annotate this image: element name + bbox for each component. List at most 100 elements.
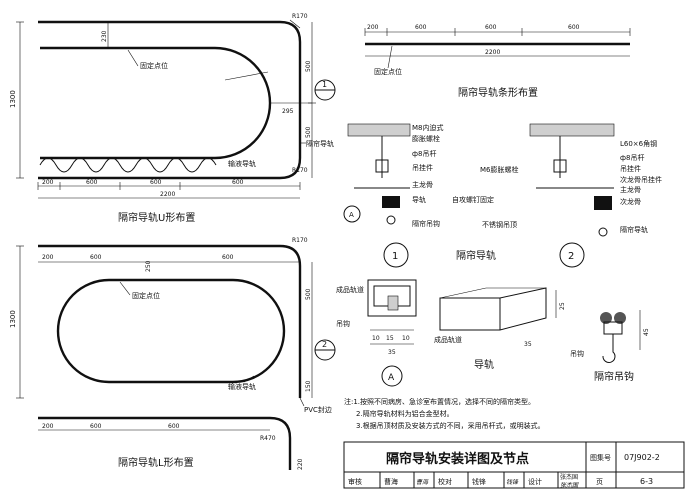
d2-label-1: 不锈钢吊顶	[482, 220, 517, 229]
tb-page-label: 页	[596, 478, 603, 486]
l-dim-500: 500	[305, 288, 312, 300]
u-fixed-point: 固定点位	[140, 61, 168, 70]
d1-label-3: 吊挂件	[412, 163, 433, 172]
d1-callout-a: A	[349, 211, 354, 219]
detail2-rail	[594, 196, 612, 210]
tb-row-2: 曹海	[416, 478, 429, 486]
u-dim-500b: 500	[305, 126, 312, 138]
d2-label-5: 次龙骨吊挂件	[620, 175, 662, 184]
l-bdim-0: 200	[42, 423, 54, 430]
straight-fixed-point: 固定点位	[374, 67, 402, 76]
u-dim-r170-bottom: R170	[292, 167, 308, 174]
u-dim-r170: R170	[292, 13, 308, 20]
tb-row-6: 设计	[528, 477, 542, 486]
d2-label-4: 吊挂件	[620, 164, 641, 173]
note-2: 3.根据吊顶材质及安装方式的不同，采用吊杆式，或明装式。	[356, 421, 545, 430]
d1-label-4: 主龙骨	[412, 180, 433, 189]
u-dim-230: 230	[101, 30, 108, 42]
rail-3d: 25 35 成品轨道 导轨	[434, 287, 566, 371]
l-dim-1300: 1300	[9, 310, 17, 328]
sa-width: 35	[388, 349, 396, 356]
tb-row-7: 张杰国	[560, 473, 578, 481]
detail-2: M6膨胀螺栓 不锈钢吊顶 L60×6角钢 ф8吊杆 吊挂件 次龙骨吊挂件 主龙骨…	[456, 123, 662, 268]
rail-title: 导轨	[474, 358, 494, 371]
d2-callout-circle	[559, 242, 585, 268]
u-callout: 1	[322, 80, 327, 89]
straight-dim-2: 600	[485, 24, 497, 31]
d1-label-6: 自攻螺钉固定	[452, 195, 494, 204]
tb-row-4: 钱锋	[472, 477, 486, 486]
l-callout: 2	[322, 340, 327, 349]
l-title: 隔帘导轨L形布置	[118, 456, 194, 469]
tb-row-1: 曹海	[384, 477, 398, 486]
l-bdim-2: 600	[168, 423, 180, 430]
u-bdim-1: 600	[86, 179, 98, 186]
u-bdim-0: 200	[42, 179, 54, 186]
u-bdim-3: 600	[232, 179, 244, 186]
straight-plan: 200 600 600 600 2200 固定点位 隔帘导轨条形布置	[364, 24, 631, 99]
u-dim-1300: 1300	[9, 90, 17, 108]
l-fixed-point: 固定点位	[132, 291, 160, 300]
sa-dim-0: 10	[372, 335, 380, 342]
u-dim-295: 295	[282, 108, 294, 115]
sa-label-0: 成品轨道	[336, 285, 364, 294]
d2-label-0: M6膨胀螺栓	[480, 165, 519, 174]
tb-row-0: 审核	[348, 477, 362, 486]
hook: 45 吊钩 隔帘吊钩	[570, 310, 650, 383]
sa-dim-2: 10	[402, 335, 410, 342]
detail1-rail	[382, 196, 400, 208]
straight-dim-0: 200	[367, 24, 379, 31]
l-dim-r470: R470	[260, 435, 276, 442]
d2-label-3: ф8吊杆	[620, 153, 644, 162]
sa-callout: A	[388, 373, 395, 383]
d1-callout-circle	[383, 242, 409, 268]
u-outer-rail	[38, 20, 302, 180]
tb-page-no: 6-3	[640, 477, 653, 486]
title-block: 隔帘导轨安装详图及节点 图集号 07J902-2 页 6-3 审核 曹海 曹海 …	[343, 441, 685, 489]
l-bdim-1: 600	[90, 423, 102, 430]
sa-callout-circle	[381, 365, 403, 387]
d1-callout: 1	[392, 251, 398, 262]
l-oval-rail	[56, 278, 286, 384]
straight-total: 2200	[485, 49, 500, 56]
u-total: 2200	[160, 191, 175, 198]
d2-label-8: 隔帘导轨	[620, 225, 648, 234]
tb-atlas-label: 图集号	[590, 453, 611, 462]
l-pvc-label: PVC封边	[304, 405, 332, 414]
rail-dim-25: 25	[559, 302, 566, 310]
l-slide-label: 输液导轨	[228, 382, 256, 391]
sa-label-1: 吊钩	[336, 319, 350, 328]
d2-callout: 2	[568, 251, 574, 262]
d2-label-2: L60×6角钢	[620, 139, 657, 148]
l-dim-150: 150	[305, 380, 312, 392]
tb-row-8: 张杰国	[560, 481, 579, 489]
hook-label: 吊钩	[570, 349, 584, 358]
straight-title: 隔帘导轨条形布置	[458, 86, 538, 99]
d1-label-5: 导轨	[412, 195, 426, 204]
hook-title: 隔帘吊钩	[594, 370, 634, 383]
tb-main-title: 隔帘导轨安装详图及节点	[386, 451, 529, 467]
rail-label: 成品轨道	[434, 335, 462, 344]
l-plan: 1300 200 600 250 600 R170 固定点位 500 150 2…	[9, 237, 336, 470]
u-drip-rail	[39, 157, 217, 173]
l-dim-top-0: 200	[42, 254, 54, 261]
u-plan: 1300 230 R170 固定点位 500 500 295 1 隔帘导轨 R1…	[9, 13, 336, 224]
u-slide-label: 输液导轨	[228, 159, 256, 168]
d1-label-1: 膨胀螺栓	[412, 134, 440, 143]
l-dim-220: 220	[297, 458, 304, 470]
notes: 注:1.按照不同病房、急诊室布置情况，选择不同的隔帘类型。 2.隔帘导轨材料为铝…	[344, 397, 545, 430]
l-outer-rail	[38, 244, 302, 398]
sa-dim-1: 15	[386, 335, 394, 342]
u-title: 隔帘导轨U形布置	[118, 211, 195, 224]
tb-row-5: 钱锋	[506, 478, 519, 486]
l-dim-r170: R170	[292, 237, 308, 244]
detail-1: M8内迫式 膨胀螺栓 ф8吊杆 吊挂件 主龙骨 导轨 自攻螺钉固定 隔帘吊钩 A…	[343, 123, 494, 268]
d1-label-2: ф8吊杆	[412, 149, 436, 158]
tb-row-3: 校对	[438, 477, 452, 486]
d2-label-7: 次龙骨	[620, 197, 641, 206]
section-a: 成品轨道 吊钩 10 15 10 35 A	[336, 279, 417, 387]
d1-label-7: 隔帘吊钩	[412, 219, 440, 228]
hook-dim-45: 45	[643, 328, 650, 336]
